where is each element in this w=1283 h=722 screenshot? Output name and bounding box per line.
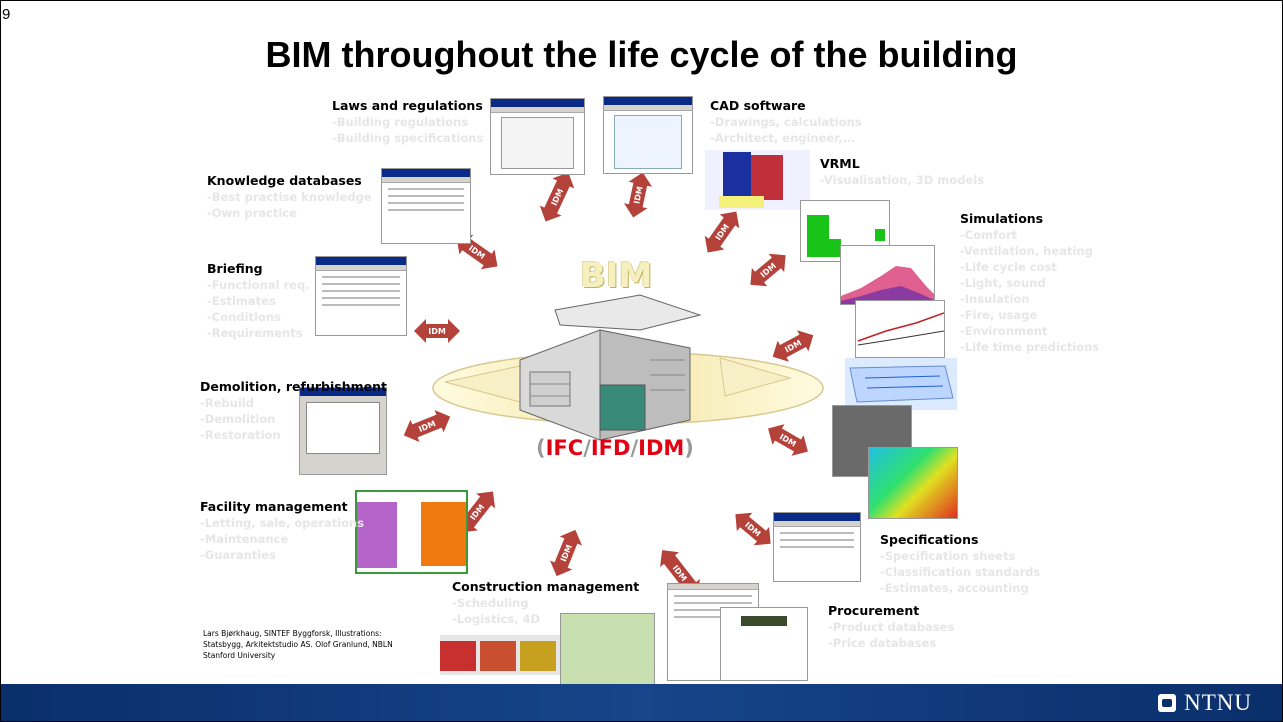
group-demolition: Demolition, refurbishment -Rebuild -Demo… [200, 379, 387, 442]
demolition-screenshot [299, 387, 387, 475]
idm-arrow-cad-label: IDM [632, 186, 644, 205]
vrml-model [705, 150, 810, 210]
simulation-chart-2 [840, 245, 935, 305]
scheduling-screenshot [560, 613, 655, 687]
bim-label: BIM [580, 256, 653, 296]
ventilation-model [845, 358, 957, 410]
ntnu-logo-icon [1158, 694, 1177, 712]
idm-arrow-demolition: IDM [403, 410, 451, 442]
idm-arrow-simulations-2-shape [772, 330, 814, 362]
idm-arrow-lighting-shape [768, 424, 808, 456]
laws-screenshot [490, 98, 585, 175]
group-construction: Construction management -Scheduling -Log… [452, 579, 640, 626]
idm-arrow-briefing-shape [414, 319, 460, 343]
ntnu-logo-text: NTNU [1184, 690, 1252, 715]
idm-arrow-briefing-label: IDM [428, 327, 446, 336]
group-vrml: VRML -Visualisation, 3D models [820, 156, 985, 187]
group-laws: Laws and regulations -Building regulatio… [332, 98, 484, 145]
idm-arrow-simulations-1-shape [750, 253, 786, 287]
ifc-ifd-idm-label: (IFC/IFD/IDM) [536, 436, 694, 460]
idm-arrow-cad-shape [623, 172, 653, 218]
idm-arrow-specifications-shape [735, 512, 771, 546]
group-simulations: Simulations -Comfort -Ventilation, heati… [960, 211, 1100, 354]
fire-simulation [868, 447, 958, 519]
idm-arrow-construction: IDM [550, 529, 582, 577]
idm-arrow-lighting: IDM [768, 424, 808, 456]
cad-screenshot [603, 96, 693, 174]
knowledge-screenshot [381, 168, 471, 244]
idm-arrow-demolition-shape [403, 410, 451, 442]
idm-arrow-briefing: IDM [414, 319, 460, 343]
image-credits: Lars Bjørkhaug, SINTEF Byggforsk, Illust… [203, 629, 393, 660]
building-model [519, 294, 702, 441]
idm-arrow-simulations-1: IDM [750, 253, 786, 287]
specifications-screenshot [773, 512, 861, 582]
idm-arrow-cad: IDM [623, 172, 653, 218]
briefing-screenshot [315, 256, 407, 336]
idm-arrow-construction-shape [550, 529, 582, 577]
ntnu-logo: NTNU [1158, 690, 1252, 716]
slide-title: BIM throughout the life cycle of the bui… [265, 34, 1018, 75]
group-knowledge: Knowledge databases -Best practise knowl… [207, 173, 372, 220]
idm-arrow-simulations-2: IDM [772, 330, 814, 362]
product-sheet [720, 607, 808, 681]
idm-arrow-vrml: IDM [704, 211, 740, 253]
group-facility: Facility management -Letting, sale, oper… [200, 499, 365, 562]
idm-arrow-laws-shape [539, 172, 575, 222]
footer-bar: NTNU [1, 684, 1282, 721]
idm-arrow-specifications: IDM [735, 512, 771, 546]
group-specifications: Specifications -Specification sheets -Cl… [880, 532, 1041, 595]
life-cycle-ring-arrow-right [719, 357, 792, 397]
group-procurement: Procurement -Product databases -Price da… [828, 603, 955, 650]
group-briefing: Briefing -Functional req. -Estimates -Co… [207, 261, 310, 340]
idm-arrow-vrml-shape [704, 211, 740, 253]
group-cad: CAD software -Drawings, calculations -Ar… [710, 98, 862, 145]
floor-plan [355, 490, 468, 574]
idm-arrow-laws: IDM [539, 172, 575, 222]
slide-number: 9 [2, 6, 11, 23]
simulation-chart-3 [855, 300, 945, 358]
